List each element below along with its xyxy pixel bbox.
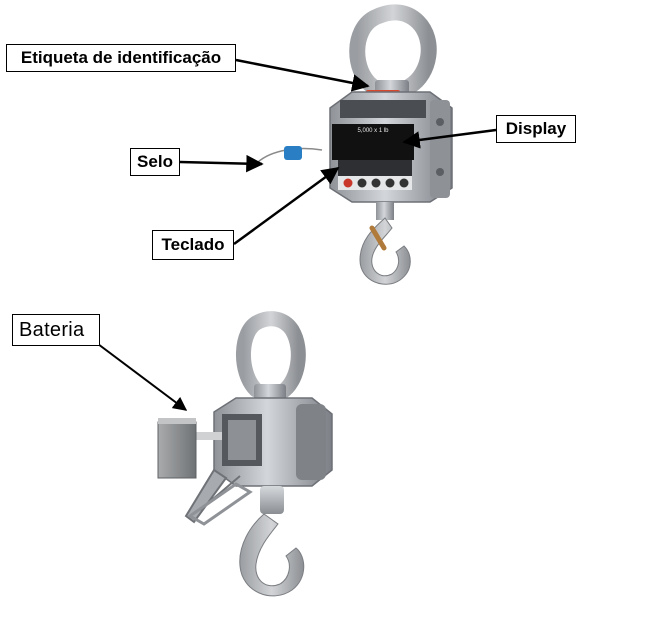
- battery-door-frame: [187, 482, 253, 526]
- bottom-hook: [359, 217, 411, 285]
- label-teclado-text: Teclado: [161, 235, 225, 254]
- side-lug-right: [430, 100, 450, 198]
- bottom-side-lug: [296, 404, 326, 480]
- leader-display: [402, 128, 497, 149]
- label-selo: Selo: [130, 148, 180, 176]
- keypad-key: [385, 178, 395, 188]
- bottom-scale-shackle: [236, 311, 306, 400]
- keypad-key-red: [343, 178, 353, 188]
- battery-compartment-inner: [228, 420, 256, 460]
- bottom-swivel: [376, 202, 394, 220]
- label-bateria: Bateria: [12, 314, 100, 346]
- lug-bolt: [436, 118, 444, 126]
- display-panel: [332, 124, 414, 160]
- bottom-scale-hook: [239, 513, 305, 597]
- keypad-key: [399, 178, 409, 188]
- label-selo-text: Selo: [137, 152, 173, 171]
- hook-latch: [369, 225, 387, 251]
- seal-body: [284, 146, 302, 160]
- top-shackle: [349, 4, 437, 94]
- leader-bateria: [97, 343, 188, 411]
- crane-scale-top: 5,000 x 1 lb: [257, 4, 453, 285]
- label-etiqueta-text: Etiqueta de identificação: [20, 48, 222, 67]
- battery-top: [158, 418, 196, 424]
- keypad-key: [371, 178, 381, 188]
- label-etiqueta: Etiqueta de identificação: [6, 44, 236, 72]
- bottom-scale-neck: [260, 486, 284, 514]
- crane-scale-bottom: [157, 311, 333, 597]
- bottom-scale-swivel: [254, 384, 286, 400]
- keypad-key: [357, 178, 367, 188]
- label-display: Display: [496, 115, 576, 143]
- label-display-text: Display: [505, 119, 567, 138]
- leader-selo: [179, 154, 264, 173]
- leader-teclado: [233, 166, 340, 246]
- lug-bolt: [436, 168, 444, 176]
- keypad-strip: [338, 160, 412, 176]
- display-capacity-text: 5,000 x 1 lb: [357, 128, 389, 134]
- battery: [157, 421, 197, 479]
- housing-top-band: [340, 100, 426, 118]
- label-teclado: Teclado: [152, 230, 234, 260]
- leader-etiqueta: [235, 58, 370, 92]
- battery-cable: [196, 432, 222, 440]
- label-bateria-text: Bateria: [19, 318, 85, 341]
